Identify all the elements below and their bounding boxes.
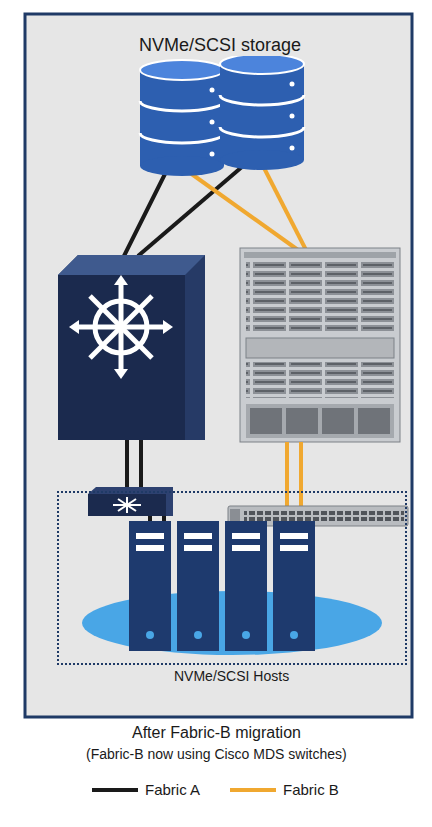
storage-icon — [140, 54, 304, 176]
legend-line-b — [230, 788, 276, 792]
caption: After Fabric-B migration — [132, 724, 301, 742]
mds-director — [240, 248, 400, 442]
group-label: NVMe/SCSI Hosts — [171, 668, 292, 684]
caption-note: (Fabric-B now using Cisco MDS switches) — [86, 746, 347, 762]
director-switch — [58, 255, 205, 440]
legend-label: Fabric A — [145, 781, 200, 798]
fabric-b-lines — [186, 164, 306, 250]
legend-line-a — [92, 788, 138, 792]
host-group: NVMe/SCSI Hosts — [57, 491, 407, 665]
storage-group: NVMe/SCSI storage — [100, 30, 340, 182]
legend-label: Fabric B — [283, 781, 339, 798]
group-heading: NVMe/SCSI storage — [139, 35, 301, 56]
frame — [25, 14, 412, 717]
server-icons — [59, 493, 405, 663]
